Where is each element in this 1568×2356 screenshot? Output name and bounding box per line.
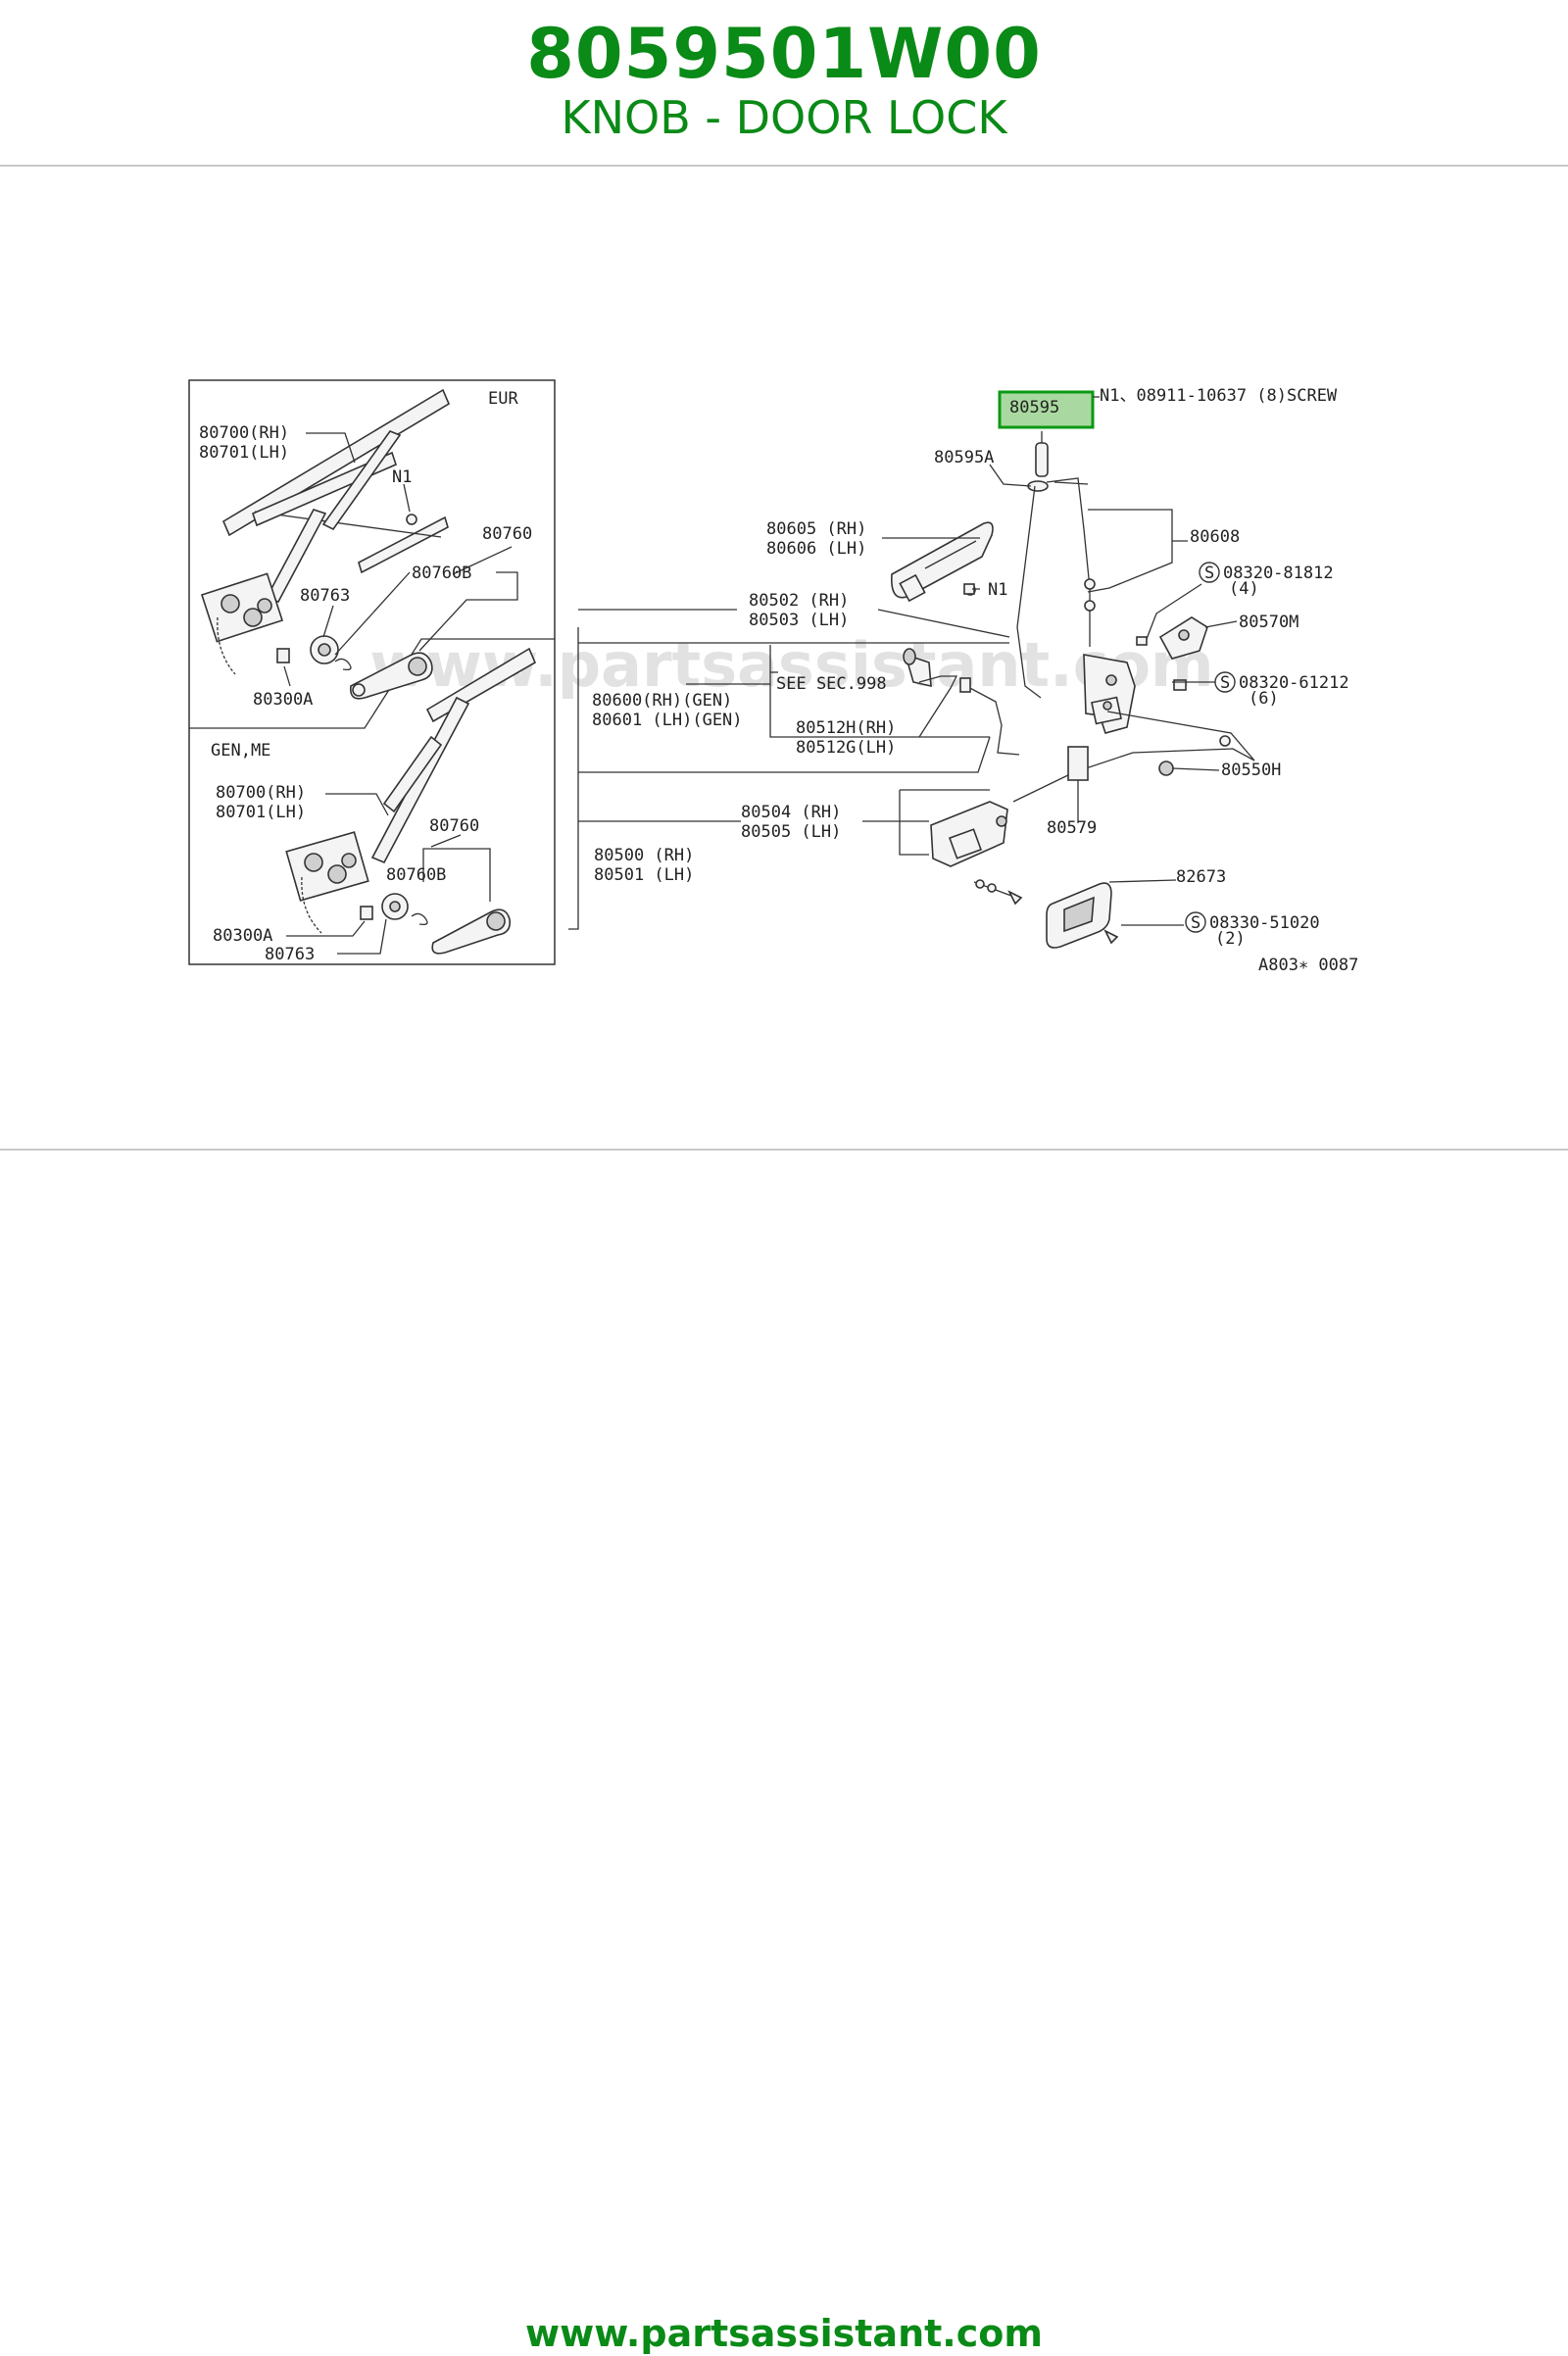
- knob-door-lock-part: [1035, 442, 1049, 477]
- label-80605: 80605 (RH): [766, 519, 866, 539]
- label-80608: 80608: [1190, 527, 1240, 547]
- gen-label-80760: 80760: [429, 816, 479, 836]
- door-lock-drawing: [891, 431, 1255, 949]
- diagram-reference-code: A803∗ 0087: [1258, 956, 1358, 975]
- label-n1: N1: [988, 580, 1007, 600]
- label-80512g: 80512G(LH): [796, 738, 896, 758]
- header-bar: 8059501W00 KNOB - DOOR LOCK: [0, 0, 1568, 167]
- footer-bar: www.partsassistant.com: [0, 1149, 1568, 2355]
- part-number-title: 8059501W00: [526, 14, 1042, 94]
- label-82673: 82673: [1176, 867, 1226, 887]
- gen-label-80760b: 80760B: [386, 865, 446, 885]
- eur-label: EUR: [488, 389, 518, 409]
- label-80503: 80503 (LH): [749, 611, 849, 630]
- s-mark-circle-61212: [1214, 671, 1236, 693]
- label-08330-51020: 08330-51020: [1209, 913, 1320, 933]
- label-80601: 80601 (LH)(GEN): [592, 711, 743, 730]
- main-leaders: [568, 396, 1238, 930]
- label-see-sec-998: SEE SEC.998: [776, 674, 887, 694]
- label-qty-6: (6): [1249, 689, 1279, 709]
- s-mark-circle-81812: [1199, 562, 1220, 583]
- inset-regulator-box: EUR 80700(RH) 80701(LH) N1 80760 80763 8…: [188, 379, 556, 965]
- gen-regulator-drawing: [285, 647, 537, 955]
- label-80504: 80504 (RH): [741, 803, 841, 822]
- gen-label-80701: 80701(LH): [216, 803, 306, 822]
- label-qty-4: (4): [1229, 579, 1259, 599]
- eur-label-80760b: 80760B: [412, 564, 471, 583]
- label-80600: 80600(RH)(GEN): [592, 691, 732, 711]
- gen-label-80700: 80700(RH): [216, 783, 306, 803]
- label-80579: 80579: [1047, 818, 1097, 838]
- eur-label-80700: 80700(RH): [199, 423, 289, 443]
- highlight-box-80595: [998, 390, 1095, 429]
- s-mark-81812: S: [1204, 564, 1214, 583]
- eur-label-n1: N1: [392, 467, 412, 487]
- label-80501: 80501 (LH): [594, 865, 694, 885]
- label-08320-61212: 08320-61212: [1239, 673, 1349, 693]
- parts-diagram: www.partsassistant.com: [188, 379, 1359, 975]
- label-n1-screw: N1、08911-10637 (8)SCREW: [1100, 386, 1338, 406]
- s-mark-51020: S: [1191, 913, 1200, 933]
- label-80500: 80500 (RH): [594, 846, 694, 865]
- inset-leaders: [283, 432, 518, 955]
- eur-label-80763: 80763: [300, 586, 350, 606]
- label-80550h: 80550H: [1221, 761, 1281, 780]
- label-08320-81812: 08320-81812: [1223, 564, 1334, 583]
- eur-label-80300a: 80300A: [253, 690, 313, 710]
- label-80505: 80505 (LH): [741, 822, 841, 842]
- label-80502: 80502 (RH): [749, 591, 849, 611]
- label-80595a: 80595A: [934, 448, 994, 467]
- gen-label-80763: 80763: [265, 945, 315, 964]
- label-80512h: 80512H(RH): [796, 718, 896, 738]
- eur-label-80701: 80701(LH): [199, 443, 289, 463]
- label-80570m: 80570M: [1239, 613, 1298, 632]
- label-80595: 80595: [1009, 398, 1059, 417]
- label-qty-2: (2): [1215, 929, 1246, 949]
- part-description: KNOB - DOOR LOCK: [561, 91, 1007, 144]
- s-mark-circle-51020: [1185, 911, 1206, 933]
- eur-label-80760: 80760: [482, 524, 532, 544]
- footer-site-link[interactable]: www.partsassistant.com: [525, 2312, 1043, 2355]
- gen-label-80300a: 80300A: [213, 926, 272, 946]
- gen-me-label: GEN,ME: [211, 741, 270, 761]
- label-80606: 80606 (LH): [766, 539, 866, 559]
- eur-regulator-drawing: [200, 388, 451, 700]
- s-mark-61212: S: [1220, 673, 1230, 693]
